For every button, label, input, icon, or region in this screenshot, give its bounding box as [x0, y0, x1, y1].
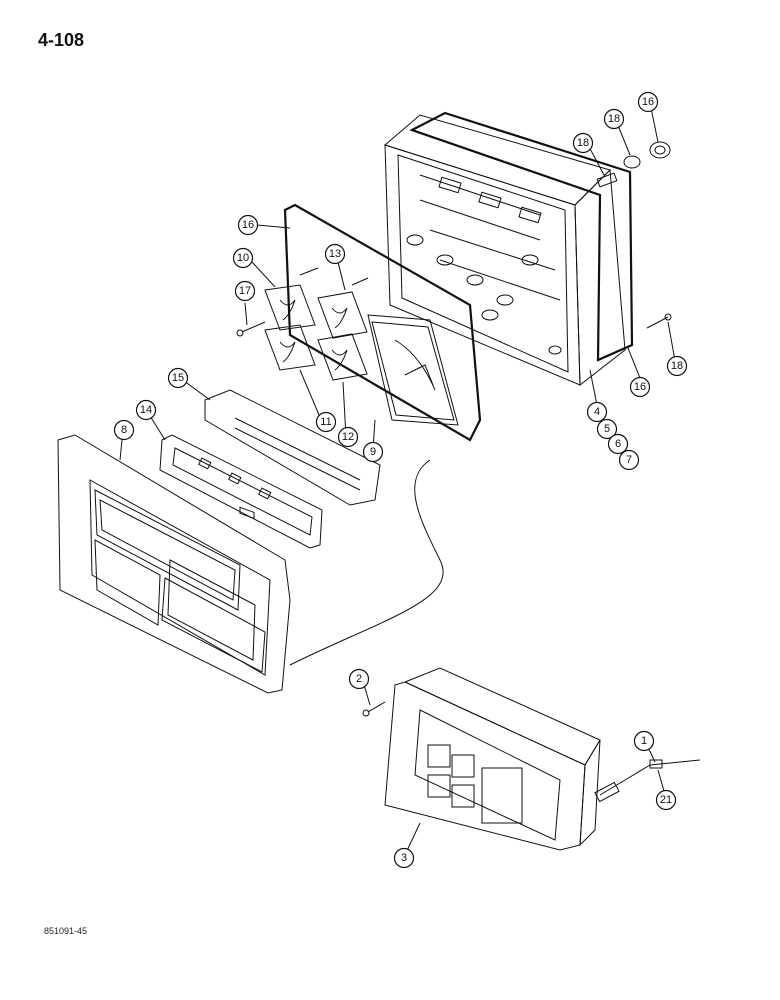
callout-21: 21 [655, 789, 677, 811]
callout-11-label: 11 [320, 416, 331, 428]
callout-2: 2 [348, 668, 370, 690]
callout-4-label: 4 [594, 406, 600, 418]
callout-3-label: 3 [401, 852, 407, 864]
callout-2-label: 2 [356, 673, 362, 685]
screw-18-right [646, 313, 672, 329]
callout-8: 8 [113, 419, 135, 441]
callout-11: 11 [315, 411, 337, 433]
callout-6: 6 [607, 433, 629, 455]
callout-21-label: 21 [660, 794, 672, 806]
screw-18-left [236, 321, 266, 337]
callout-9-label: 9 [370, 446, 376, 458]
callout-15: 15 [167, 367, 189, 389]
cover-plate-15 [204, 389, 381, 520]
callout-1: 1 [633, 730, 655, 752]
callout-15-label: 15 [172, 372, 184, 384]
callout-10-label: 10 [237, 252, 249, 264]
figure-code: 851091-45 [44, 926, 88, 936]
callout-6-label: 6 [615, 438, 621, 450]
gauge-13 [317, 277, 369, 339]
callout-5-label: 5 [604, 423, 610, 435]
callout-10: 10 [232, 247, 254, 269]
knob-17 [649, 141, 671, 159]
callout-20-label: 18 [608, 113, 620, 125]
large-gauge-9 [367, 314, 459, 426]
callout-19-label: 18 [577, 137, 589, 149]
callout-8-label: 8 [121, 424, 127, 436]
callout-9: 9 [362, 441, 384, 463]
wiring-harness [594, 759, 701, 803]
gauge-12 [317, 333, 368, 381]
callout-12-label: 12 [342, 431, 354, 443]
bushing-20 [623, 155, 641, 169]
callout-7: 7 [618, 449, 640, 471]
front-bezel-8 [57, 434, 291, 694]
page-number: 4-108 [38, 30, 85, 50]
front-gasket [283, 203, 482, 442]
callout-1-label: 1 [641, 735, 647, 747]
indicator-strip-14 [159, 434, 323, 549]
screw-2 [362, 701, 386, 717]
callout-12: 12 [337, 426, 359, 448]
callout-4: 4 [586, 401, 608, 423]
callout-16-front-label: 16 [242, 219, 254, 231]
pin-19 [596, 172, 618, 188]
assembly-path-line [289, 459, 444, 666]
callout-14-label: 14 [140, 404, 152, 416]
callout-19: 18 [572, 132, 594, 154]
callout-5: 5 [596, 418, 618, 440]
assembled-cluster-3 [384, 667, 601, 851]
callout-7-label: 7 [626, 454, 632, 466]
callout-16-rear-label: 16 [634, 381, 646, 393]
callout-14: 14 [135, 399, 157, 421]
callout-18-right: 18 [666, 355, 688, 377]
callout-20: 18 [603, 108, 625, 130]
callout-13-label: 13 [329, 248, 341, 260]
gauge-10 [264, 267, 319, 331]
instrument-housing [383, 114, 626, 387]
callout-13: 13 [324, 243, 346, 265]
callout-3: 3 [393, 847, 415, 869]
rear-gasket [409, 111, 634, 362]
callout-18-right-label: 18 [671, 360, 683, 372]
callout-18-left-label: 17 [239, 285, 251, 297]
callout-17-label: 16 [642, 96, 654, 108]
callout-16-rear: 16 [629, 376, 651, 398]
gauge-11 [264, 324, 316, 371]
callout-16-front: 16 [237, 214, 259, 236]
callout-18-left: 17 [234, 280, 256, 302]
callout-17: 16 [637, 91, 659, 113]
